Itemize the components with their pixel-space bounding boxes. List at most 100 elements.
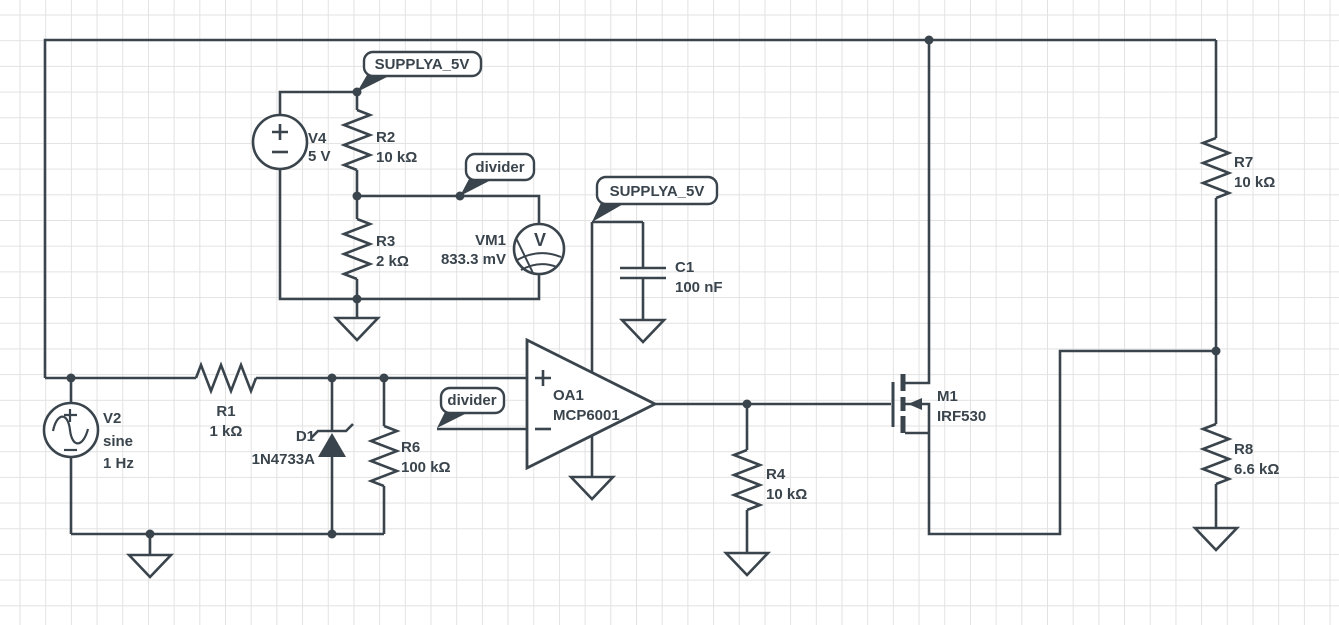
component-r7-resistor[interactable]: R7 10 kΩ <box>1199 40 1275 351</box>
junction-dot <box>455 191 465 201</box>
net-flag-divider-1[interactable]: divider <box>460 152 536 196</box>
ground-triangle-icon <box>125 553 175 579</box>
net-flag-box <box>439 386 506 415</box>
junction-dot <box>352 191 362 201</box>
net-flag-tail <box>460 179 493 196</box>
v4-body-circle <box>251 113 309 171</box>
wire-voltmeter-return[interactable] <box>278 169 541 301</box>
r3-zigzag <box>340 217 374 281</box>
v2-value2-label: 1 Hz <box>103 455 134 472</box>
wire-source-to-feedback-node[interactable] <box>927 349 1216 536</box>
component-r1-resistor[interactable]: R1 1 kΩ <box>194 361 258 440</box>
oa1-value-label: MCP6001 <box>553 407 620 424</box>
component-r3-resistor[interactable]: R3 2 kΩ <box>340 196 409 299</box>
oa1-body-triangle <box>525 337 659 471</box>
component-v2-sine-source[interactable]: V2 sine 1 Hz <box>42 378 134 534</box>
ground-symbol-c1[interactable] <box>618 318 668 344</box>
r8-ref-label: R8 <box>1234 441 1253 458</box>
c1-plates <box>620 266 666 280</box>
net-flag-divider-2[interactable]: divider <box>437 386 506 428</box>
ground-symbol-oa1[interactable] <box>567 475 617 501</box>
component-oa1-opamp[interactable]: OA1 MCP6001 <box>525 337 659 477</box>
junction-dot <box>145 529 155 539</box>
r7-ref-label: R7 <box>1234 154 1253 171</box>
junction-dot <box>1211 346 1221 356</box>
net-flag-tail <box>437 412 469 428</box>
vm1-meter-glyph: V <box>534 230 546 250</box>
d1-ref-label: D1 <box>296 428 315 445</box>
m1-drain-lead <box>905 40 931 385</box>
ground-triangle-icon <box>1191 526 1241 552</box>
net-flag-tail <box>357 75 391 92</box>
component-d1-zener-diode[interactable]: D1 1N4733A <box>252 378 354 534</box>
net-flag-box <box>464 152 536 182</box>
r8-value-label: 6.6 kΩ <box>1234 461 1279 478</box>
d1-value-label: 1N4733A <box>252 451 316 468</box>
r8-zigzag <box>1199 422 1233 486</box>
r2-zigzag <box>340 108 374 172</box>
wire-left-and-top-rail[interactable] <box>43 38 1216 378</box>
component-r4-resistor[interactable]: R4 10 kΩ <box>730 404 807 553</box>
r6-zigzag <box>367 424 401 488</box>
wire-v4-top[interactable] <box>278 90 357 115</box>
r1-zigzag <box>194 361 258 395</box>
ground-symbol-divider[interactable] <box>332 299 382 342</box>
net-flag-box <box>362 50 483 78</box>
ground-symbol-v2[interactable] <box>125 534 175 579</box>
d1-anode-triangle <box>318 433 346 457</box>
v2-plus-icon <box>64 409 77 422</box>
junction-dot <box>66 373 76 383</box>
m1-body-arrow-icon <box>908 398 922 410</box>
junction-dot <box>924 35 934 45</box>
junction-dot <box>327 529 337 539</box>
wire-divider-mid-to-voltmeter[interactable] <box>357 194 541 224</box>
m1-value-label: IRF530 <box>937 408 986 425</box>
r4-ref-label: R4 <box>766 466 786 483</box>
ground-triangle-icon <box>618 318 668 344</box>
oa1-plus-input-icon <box>535 370 551 386</box>
net-flag-label: SUPPLYA_5V <box>375 56 470 73</box>
component-r2-resistor[interactable]: R2 10 kΩ <box>340 92 417 196</box>
c1-ref-label: C1 <box>675 259 694 276</box>
junction-dots <box>66 35 1221 539</box>
component-vm1-voltmeter[interactable]: V VM1 833.3 mV <box>441 222 566 276</box>
r1-value-label: 1 kΩ <box>210 423 243 440</box>
vm1-value-label: 833.3 mV <box>441 251 506 268</box>
r6-value-label: 100 kΩ <box>401 459 451 476</box>
net-flag-supplya-5v-1[interactable]: SUPPLYA_5V <box>357 50 483 92</box>
ground-symbol-r8[interactable] <box>1191 526 1241 552</box>
ground-triangle-icon <box>722 551 772 577</box>
component-m1-mosfet[interactable]: M1 IRF530 <box>891 40 986 435</box>
vm1-ref-label: VM1 <box>475 232 506 249</box>
r4-value-label: 10 kΩ <box>766 486 807 503</box>
net-flag-box <box>595 175 719 206</box>
net-flag-supplya-5v-2[interactable]: SUPPLYA_5V <box>592 175 719 222</box>
junction-dot <box>352 87 362 97</box>
r3-value-label: 2 kΩ <box>376 253 409 270</box>
oa1-ref-label: OA1 <box>553 387 584 404</box>
junction-dot <box>327 373 337 383</box>
r6-ref-label: R6 <box>401 439 420 456</box>
v4-value-label: 5 V <box>308 148 331 165</box>
r3-ref-label: R3 <box>376 233 395 250</box>
net-flag-label: divider <box>447 392 496 409</box>
d1-cathode-bar <box>310 423 354 439</box>
ground-symbol-r4[interactable] <box>722 551 772 577</box>
v4-plus-icon <box>272 124 288 140</box>
component-c1-capacitor[interactable]: C1 100 nF <box>620 222 723 320</box>
component-v4-dc-source[interactable]: V4 5 V <box>251 113 331 171</box>
junction-dot <box>379 373 389 383</box>
ground-triangle-icon <box>332 316 382 342</box>
r4-zigzag <box>730 448 764 512</box>
ground-triangle-icon <box>567 475 617 501</box>
v4-ref-label: V4 <box>308 130 327 147</box>
m1-body-lead <box>905 402 931 433</box>
component-r8-resistor[interactable]: R8 6.6 kΩ <box>1199 351 1279 528</box>
c1-value-label: 100 nF <box>675 279 723 296</box>
net-flag-tail <box>592 203 625 222</box>
r2-value-label: 10 kΩ <box>376 149 417 166</box>
net-flag-label: SUPPLYA_5V <box>610 183 705 200</box>
component-r6-resistor[interactable]: R6 100 kΩ <box>367 378 451 534</box>
